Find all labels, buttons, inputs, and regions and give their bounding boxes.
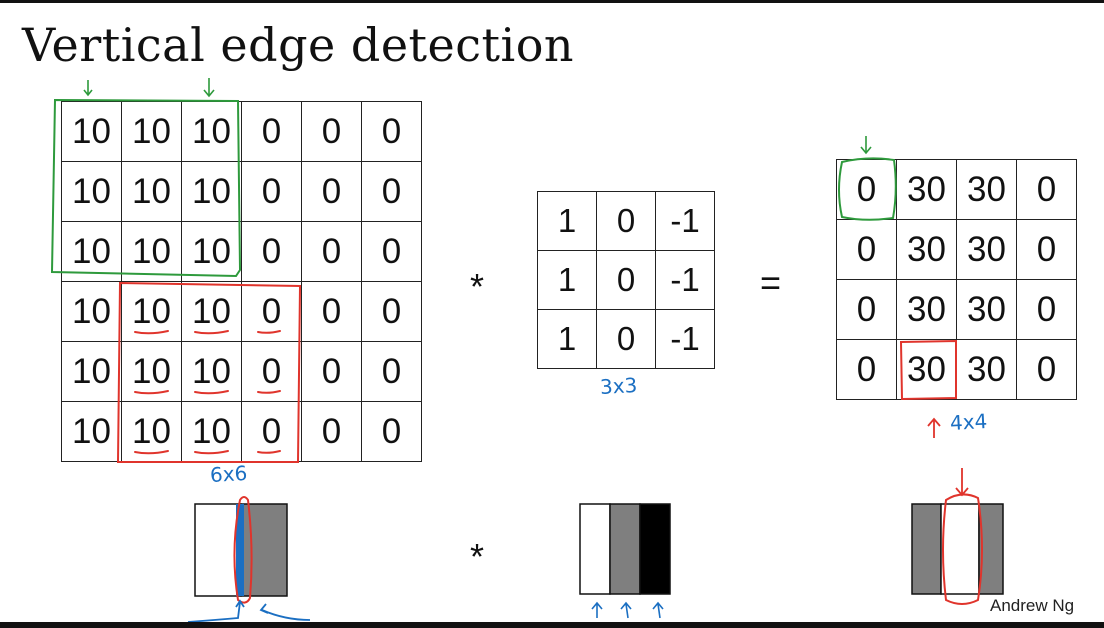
filter-matrix: 1 0 -1 1 0 -1 1 0 -1	[537, 191, 715, 369]
matrix-cell: 10	[61, 341, 122, 402]
matrix-cell: -1	[655, 250, 715, 310]
matrix-cell: 0	[301, 281, 362, 342]
matrix-cell: 0	[596, 250, 656, 310]
red-underline-marks	[134, 330, 281, 455]
matrix-cell: 30	[956, 219, 1017, 280]
green-highlight-box	[50, 98, 242, 278]
blue-arrow-icon	[591, 601, 664, 619]
matrix-row: 1 0 -1	[537, 191, 715, 251]
input-image-icon	[194, 496, 288, 604]
filter-image-icon	[579, 503, 671, 595]
matrix-cell: 0	[1016, 219, 1077, 280]
matrix-cell: 10	[181, 101, 242, 162]
matrix-cell: 10	[61, 101, 122, 162]
matrix-cell: 0	[1016, 159, 1077, 220]
matrix-cell: 1	[537, 191, 597, 251]
matrix-cell: 0	[361, 101, 422, 162]
matrix-cell: 0	[1016, 279, 1077, 340]
matrix-cell: 0	[1016, 339, 1077, 400]
matrix-cell: 0	[301, 401, 362, 462]
matrix-cell: 30	[896, 159, 957, 220]
matrix-cell: 0	[301, 341, 362, 402]
output-matrix: 0 30 30 0 0 30 30 0 0 30 30 0 0 30 30 0	[836, 159, 1077, 400]
matrix-cell: 30	[956, 279, 1017, 340]
slide-title: Vertical edge detection	[22, 18, 575, 72]
matrix-cell: 10	[181, 401, 242, 462]
image-convolution-operator: *	[470, 536, 485, 577]
green-arrow-icon	[83, 80, 93, 97]
matrix-cell: 30	[896, 339, 957, 400]
matrix-cell: 10	[121, 341, 182, 402]
matrix-row: 10 10 10 0 0 0	[61, 161, 422, 222]
matrix-cell: 0	[241, 221, 302, 282]
matrix-cell: 0	[241, 161, 302, 222]
matrix-cell: 0	[301, 161, 362, 222]
matrix-cell: 0	[836, 279, 897, 340]
matrix-row: 0 30 30 0	[836, 279, 1077, 340]
matrix-cell: 10	[121, 221, 182, 282]
bottom-border	[0, 622, 1104, 628]
matrix-cell: 30	[896, 219, 957, 280]
matrix-cell: 10	[61, 401, 122, 462]
matrix-row: 0 30 30 0	[836, 219, 1077, 280]
matrix-cell: 30	[956, 159, 1017, 220]
top-border	[0, 0, 1104, 3]
output-image-icon	[911, 493, 1004, 605]
author-credit: Andrew Ng	[990, 596, 1075, 615]
matrix-cell: 0	[361, 341, 422, 402]
matrix-cell: 0	[361, 281, 422, 342]
matrix-cell: 0	[836, 159, 897, 220]
red-output-highlight	[899, 339, 957, 401]
matrix-cell: 1	[537, 250, 597, 310]
convolution-operator: *	[470, 266, 485, 307]
matrix-cell: -1	[655, 309, 715, 369]
matrix-row: 10 10 10 0 0 0	[61, 101, 422, 162]
green-arrow-icon	[860, 136, 872, 155]
matrix-cell: 10	[121, 161, 182, 222]
red-arrow-icon	[955, 468, 969, 497]
matrix-cell: 0	[361, 401, 422, 462]
matrix-cell: 10	[121, 401, 182, 462]
matrix-cell: 1	[537, 309, 597, 369]
matrix-row: 0 30 30 0	[836, 159, 1077, 220]
matrix-cell: 0	[836, 219, 897, 280]
matrix-row: 1 0 -1	[537, 250, 715, 310]
red-highlight-box	[116, 281, 302, 463]
matrix-cell: 0	[361, 161, 422, 222]
matrix-cell: 0	[301, 101, 362, 162]
blue-arrow-icon	[187, 599, 245, 623]
blue-arrow-icon	[259, 603, 311, 621]
green-arrow-icon	[203, 78, 215, 98]
equals-operator: =	[760, 262, 782, 303]
matrix-cell: 10	[181, 221, 242, 282]
matrix-cell: 10	[181, 161, 242, 222]
matrix-cell: 10	[61, 281, 122, 342]
green-output-highlight	[838, 157, 897, 221]
matrix-cell: 10	[181, 341, 242, 402]
matrix-cell: 0	[596, 309, 656, 369]
matrix-row: 1 0 -1	[537, 309, 715, 369]
red-arrow-icon	[927, 417, 941, 438]
matrix-row: 10 10 10 0 0 0	[61, 221, 422, 282]
matrix-cell: 0	[361, 221, 422, 282]
matrix-cell: 10	[61, 161, 122, 222]
matrix-row: 0 30 30 0	[836, 339, 1077, 400]
matrix-row: 10 10 10 0 0 0	[61, 341, 422, 402]
matrix-row: 10 10 10 0 0 0	[61, 401, 422, 462]
